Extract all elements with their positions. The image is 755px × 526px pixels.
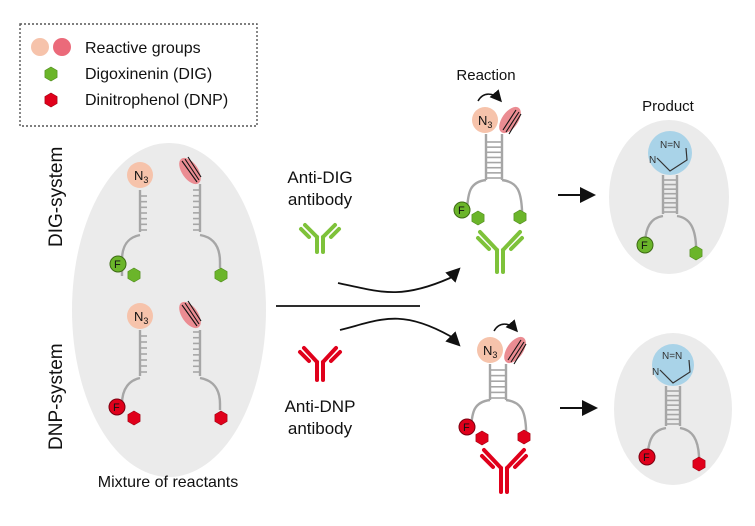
fluorophore-label: F xyxy=(113,402,120,414)
triazole-highlight xyxy=(648,131,692,175)
fluorophore xyxy=(453,201,471,219)
legend-label-dnp: Dinitrophenol (DNP) xyxy=(85,92,228,109)
product-label: Product xyxy=(642,98,695,115)
azide-group xyxy=(127,303,153,329)
azide-group xyxy=(472,107,498,133)
dnp-hapten xyxy=(475,430,489,446)
anti-dig-label-line1: Anti-DIG xyxy=(287,168,352,187)
fluorophore-label: F xyxy=(643,452,650,464)
azide-label: N3 xyxy=(483,343,497,360)
arrow-to-dig-reaction xyxy=(337,267,461,294)
triazole-label-top: N=N xyxy=(660,140,680,151)
anti-dig-antibody-icon xyxy=(299,223,341,254)
fluorophore-label: F xyxy=(463,422,470,434)
reaction-arrow-icon xyxy=(493,319,518,333)
mixture-ellipse xyxy=(72,143,266,477)
product-ellipse xyxy=(609,120,729,274)
legend-label-reactive-groups: Reactive groups xyxy=(85,40,201,57)
mixture-label: Mixture of reactants xyxy=(98,474,239,491)
green-hexagon-icon xyxy=(44,66,58,82)
triazole-label-left: N xyxy=(649,155,656,166)
azide-label: N3 xyxy=(134,168,148,185)
fluorophore-label: F xyxy=(114,259,121,271)
azide-group xyxy=(477,337,503,363)
fluorophore-label: F xyxy=(641,240,648,252)
anti-dig-label-line2: antibody xyxy=(288,190,353,209)
dig-azide-strand: N3 F xyxy=(109,162,153,283)
anti-dnp-label-line1: Anti-DNP xyxy=(285,397,356,416)
fluorophore xyxy=(636,236,654,254)
red-hexagon-icon xyxy=(44,92,58,108)
reaction-label: Reaction xyxy=(456,67,515,84)
fluorophore-label: F xyxy=(458,205,465,217)
bound-anti-dnp-antibody xyxy=(480,448,528,494)
dig-hapten xyxy=(513,209,527,225)
azide-group xyxy=(127,162,153,188)
anti-dnp-antibody-icon xyxy=(298,346,342,382)
dnp-azide-strand: N3 F xyxy=(108,303,153,426)
dig-hapten xyxy=(471,210,485,226)
fluorophore xyxy=(109,255,127,273)
azide-label: N3 xyxy=(134,309,148,326)
legend-label-dig: Digoxinenin (DIG) xyxy=(85,66,212,83)
anti-dnp-label-line2: antibody xyxy=(288,419,353,438)
fluorophore xyxy=(108,398,126,416)
reactive-groups-icon xyxy=(31,38,71,56)
fluorophore xyxy=(458,418,476,436)
azide-label: N3 xyxy=(478,113,492,130)
dnp-hapten xyxy=(517,429,531,445)
arrow-to-dnp-reaction xyxy=(339,317,461,347)
triazole-label-left: N xyxy=(652,367,659,378)
reaction-arrow-icon xyxy=(477,89,502,103)
dig-product: N=N N F xyxy=(609,120,729,274)
fluorophore xyxy=(638,448,656,466)
legend-box: Reactive groups Digoxinenin (DIG) Dinitr… xyxy=(19,23,258,127)
mixing-arrows xyxy=(276,267,461,347)
dnp-system-label: DNP-system xyxy=(46,343,67,450)
dig-system-label: DIG-system xyxy=(46,147,67,247)
dnp-reaction-complex: N3 F xyxy=(458,319,531,494)
dig-reaction-complex: N3 F xyxy=(453,89,527,274)
product-ellipse xyxy=(614,333,732,485)
triazole-label-top: N=N xyxy=(662,351,682,362)
bound-anti-dig-antibody xyxy=(476,230,524,274)
dnp-product: N=N N F xyxy=(614,333,732,485)
